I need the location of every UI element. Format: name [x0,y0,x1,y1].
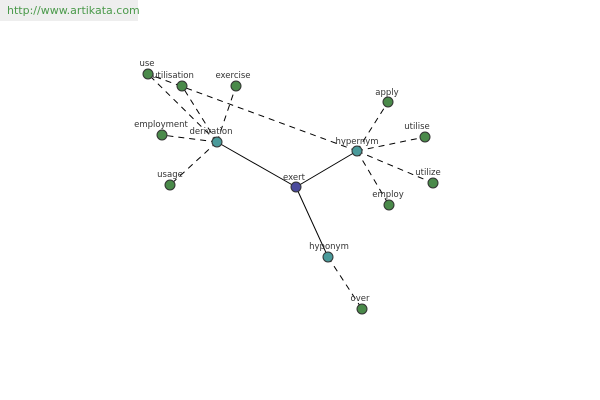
node-utilisation[interactable] [176,80,188,92]
node-label-derivation[interactable]: derivation [189,127,232,137]
edge-derivation-use [147,73,218,143]
edge-derivation-exercise [216,85,237,143]
node-employ[interactable] [383,199,395,211]
node-apply[interactable] [382,96,394,108]
node-hypernym[interactable] [351,145,363,157]
node-employment[interactable] [156,129,168,141]
edge-derivation-utilisation [181,85,218,143]
node-exercise[interactable] [230,80,242,92]
node-label-apply[interactable]: apply [375,88,398,98]
node-exert[interactable] [290,181,302,193]
labels-layer: exert derivation hypernym hyponym use utilisa… [134,59,441,304]
node-label-exert[interactable]: exert [283,173,306,183]
node-label-use[interactable]: use [139,59,154,69]
edge-exert-derivation [216,141,297,188]
node-label-employment[interactable]: employment [134,120,188,130]
node-label-employ[interactable]: employ [372,190,404,200]
edge-exert-hyponym [295,186,329,258]
edge-hypernym-use [147,73,358,152]
node-label-hypernym[interactable]: hypernym [335,137,378,147]
node-over[interactable] [356,303,368,315]
node-hyponym[interactable] [322,251,334,263]
edge-hypernym-utilise [356,136,426,152]
watermark-url[interactable]: http://www.artikata.com [0,0,140,21]
node-label-hyponym[interactable]: hyponym [309,242,349,252]
node-utilise[interactable] [419,131,431,143]
nodes-layer [142,68,439,315]
node-label-utilisation[interactable]: utilisation [152,71,194,81]
node-label-utilise[interactable]: utilise [404,122,429,132]
edge-hypernym-apply [356,101,389,152]
node-usage[interactable] [164,179,176,191]
node-label-usage[interactable]: usage [157,170,183,180]
node-derivation[interactable] [211,136,223,148]
edges-layer [147,73,434,310]
edge-hypernym-utilize [356,150,434,184]
node-use[interactable] [142,68,154,80]
node-utilize[interactable] [427,177,439,189]
node-label-utilize[interactable]: utilize [415,168,441,178]
edge-derivation-employment [161,134,218,143]
edge-exert-hypernym [295,150,358,188]
node-label-exercise[interactable]: exercise [215,71,250,81]
node-label-over[interactable]: over [351,294,370,304]
